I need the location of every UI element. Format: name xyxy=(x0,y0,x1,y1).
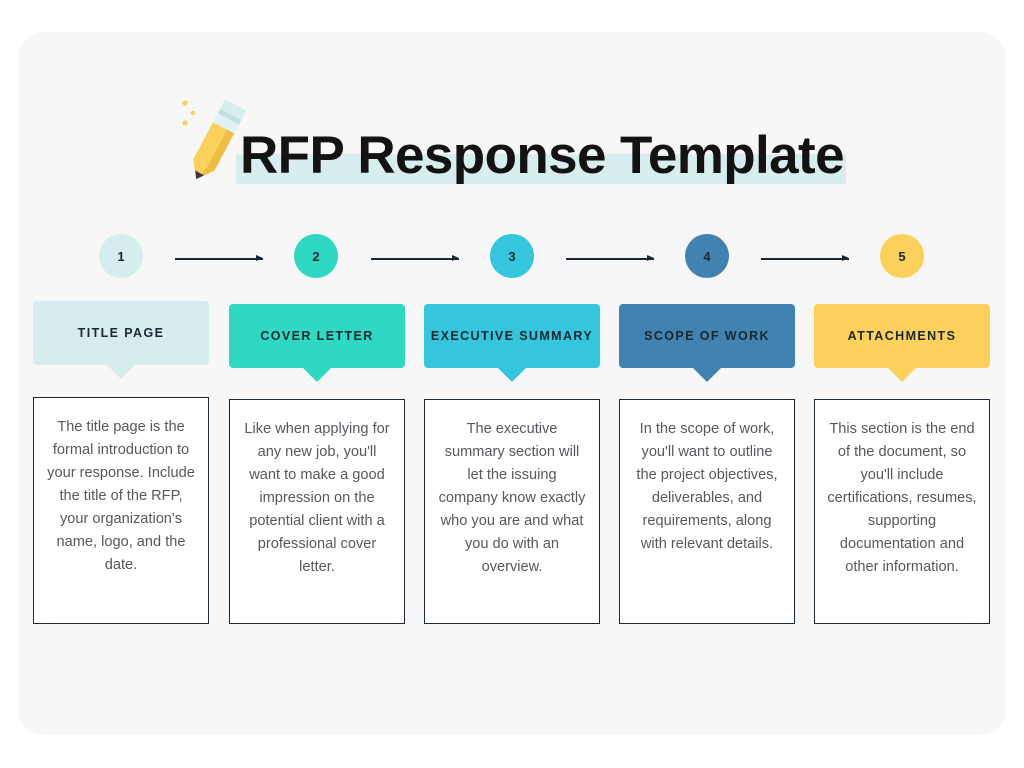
arrow-2-3 xyxy=(371,255,459,262)
step-number-4: 4 xyxy=(703,248,711,264)
arrow-1-2 xyxy=(175,255,263,262)
arrow-line xyxy=(175,258,263,260)
step-number-1: 1 xyxy=(117,248,125,264)
step-label-tail-1 xyxy=(107,365,135,379)
arrow-head-icon xyxy=(452,255,459,261)
step-label-tail-4 xyxy=(693,368,721,382)
step-number-5: 5 xyxy=(898,248,906,264)
pencil-icon xyxy=(182,99,246,180)
step-label-2: COVER LETTER xyxy=(260,329,374,343)
step-card-3: The executive summary section will let t… xyxy=(424,399,600,624)
title-highlight xyxy=(236,154,846,184)
step-card-text-4: In the scope of work, you'll want to out… xyxy=(636,421,778,552)
step-label-tail-3 xyxy=(498,368,526,382)
step-circle-2[interactable]: 2 xyxy=(294,234,338,278)
step-label-bar-4[interactable]: SCOPE OF WORK xyxy=(619,304,795,368)
step-card-2: Like when applying for any new job, you'… xyxy=(229,399,405,624)
step-circle-4[interactable]: 4 xyxy=(685,234,729,278)
step-number-3: 3 xyxy=(508,248,516,264)
arrow-line xyxy=(761,258,849,260)
step-label-3: EXECUTIVE SUMMARY xyxy=(430,329,594,343)
step-label-bar-5[interactable]: ATTACHMENTS xyxy=(814,304,990,368)
arrow-line xyxy=(566,258,654,260)
step-card-text-1: The title page is the formal introductio… xyxy=(47,419,195,573)
arrow-3-4 xyxy=(566,255,654,262)
step-circle-1[interactable]: 1 xyxy=(99,234,143,278)
page-title: RFP Response Template xyxy=(240,126,845,185)
step-label-bar-1[interactable]: TITLE PAGE xyxy=(33,301,209,365)
step-card-1: The title page is the formal introductio… xyxy=(33,397,209,624)
step-card-text-3: The executive summary section will let t… xyxy=(438,421,586,575)
step-label-bar-3[interactable]: EXECUTIVE SUMMARY xyxy=(424,304,600,368)
step-label-tail-2 xyxy=(303,368,331,382)
step-label-4: SCOPE OF WORK xyxy=(644,329,770,343)
step-label-tail-5 xyxy=(888,368,916,382)
step-card-text-5: This section is the end of the document,… xyxy=(827,421,977,575)
step-circle-3[interactable]: 3 xyxy=(490,234,534,278)
arrow-head-icon xyxy=(842,255,849,261)
step-label-bar-2[interactable]: COVER LETTER xyxy=(229,304,405,368)
step-label-5: ATTACHMENTS xyxy=(847,329,957,343)
arrow-head-icon xyxy=(256,255,263,261)
step-card-4: In the scope of work, you'll want to out… xyxy=(619,399,795,624)
step-card-text-2: Like when applying for any new job, you'… xyxy=(244,421,390,575)
arrow-head-icon xyxy=(647,255,654,261)
step-number-2: 2 xyxy=(312,248,320,264)
step-label-1: TITLE PAGE xyxy=(77,326,165,340)
step-card-5: This section is the end of the document,… xyxy=(814,399,990,624)
step-circle-5[interactable]: 5 xyxy=(880,234,924,278)
arrow-4-5 xyxy=(761,255,849,262)
arrow-line xyxy=(371,258,459,260)
